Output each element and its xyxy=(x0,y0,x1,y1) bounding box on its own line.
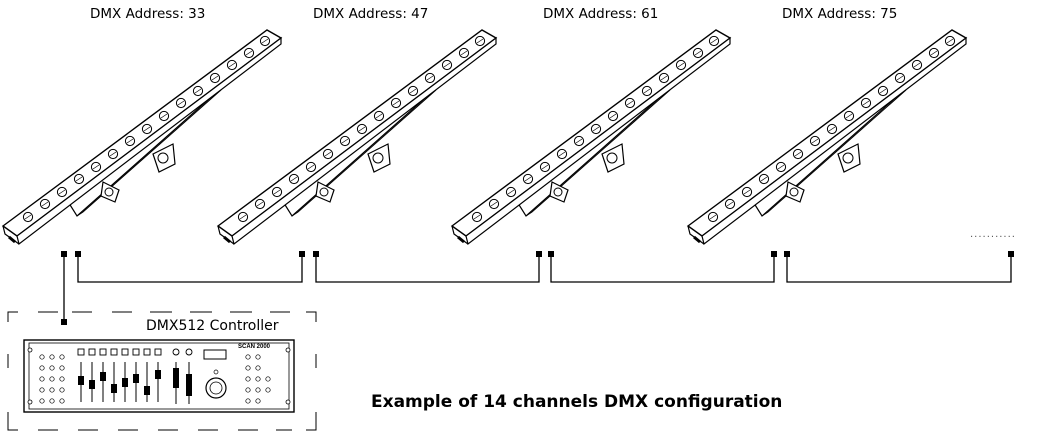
fixture-4 xyxy=(686,28,968,246)
fixture-2-address-label: DMX Address: 47 xyxy=(313,6,429,22)
controller-brand-text: SCAN 2000 xyxy=(238,344,271,350)
fixture-1-address-label: DMX Address: 33 xyxy=(90,6,206,22)
chain-continuation-dots: ··········· xyxy=(970,232,1016,243)
fixture-4-address-label: DMX Address: 75 xyxy=(782,6,898,22)
controller-label: DMX512 Controller xyxy=(146,318,279,334)
controller-enclosure xyxy=(7,311,317,431)
fixture-2 xyxy=(216,28,498,246)
dmx-cable-chain xyxy=(63,255,1012,322)
dmx-connectors xyxy=(61,251,1014,325)
fixture-3 xyxy=(450,28,732,246)
fixture-3-address-label: DMX Address: 61 xyxy=(543,6,659,22)
dmx-controller-device: SCAN 2000 xyxy=(23,339,295,413)
diagram-caption: Example of 14 channels DMX configuration xyxy=(371,392,783,412)
